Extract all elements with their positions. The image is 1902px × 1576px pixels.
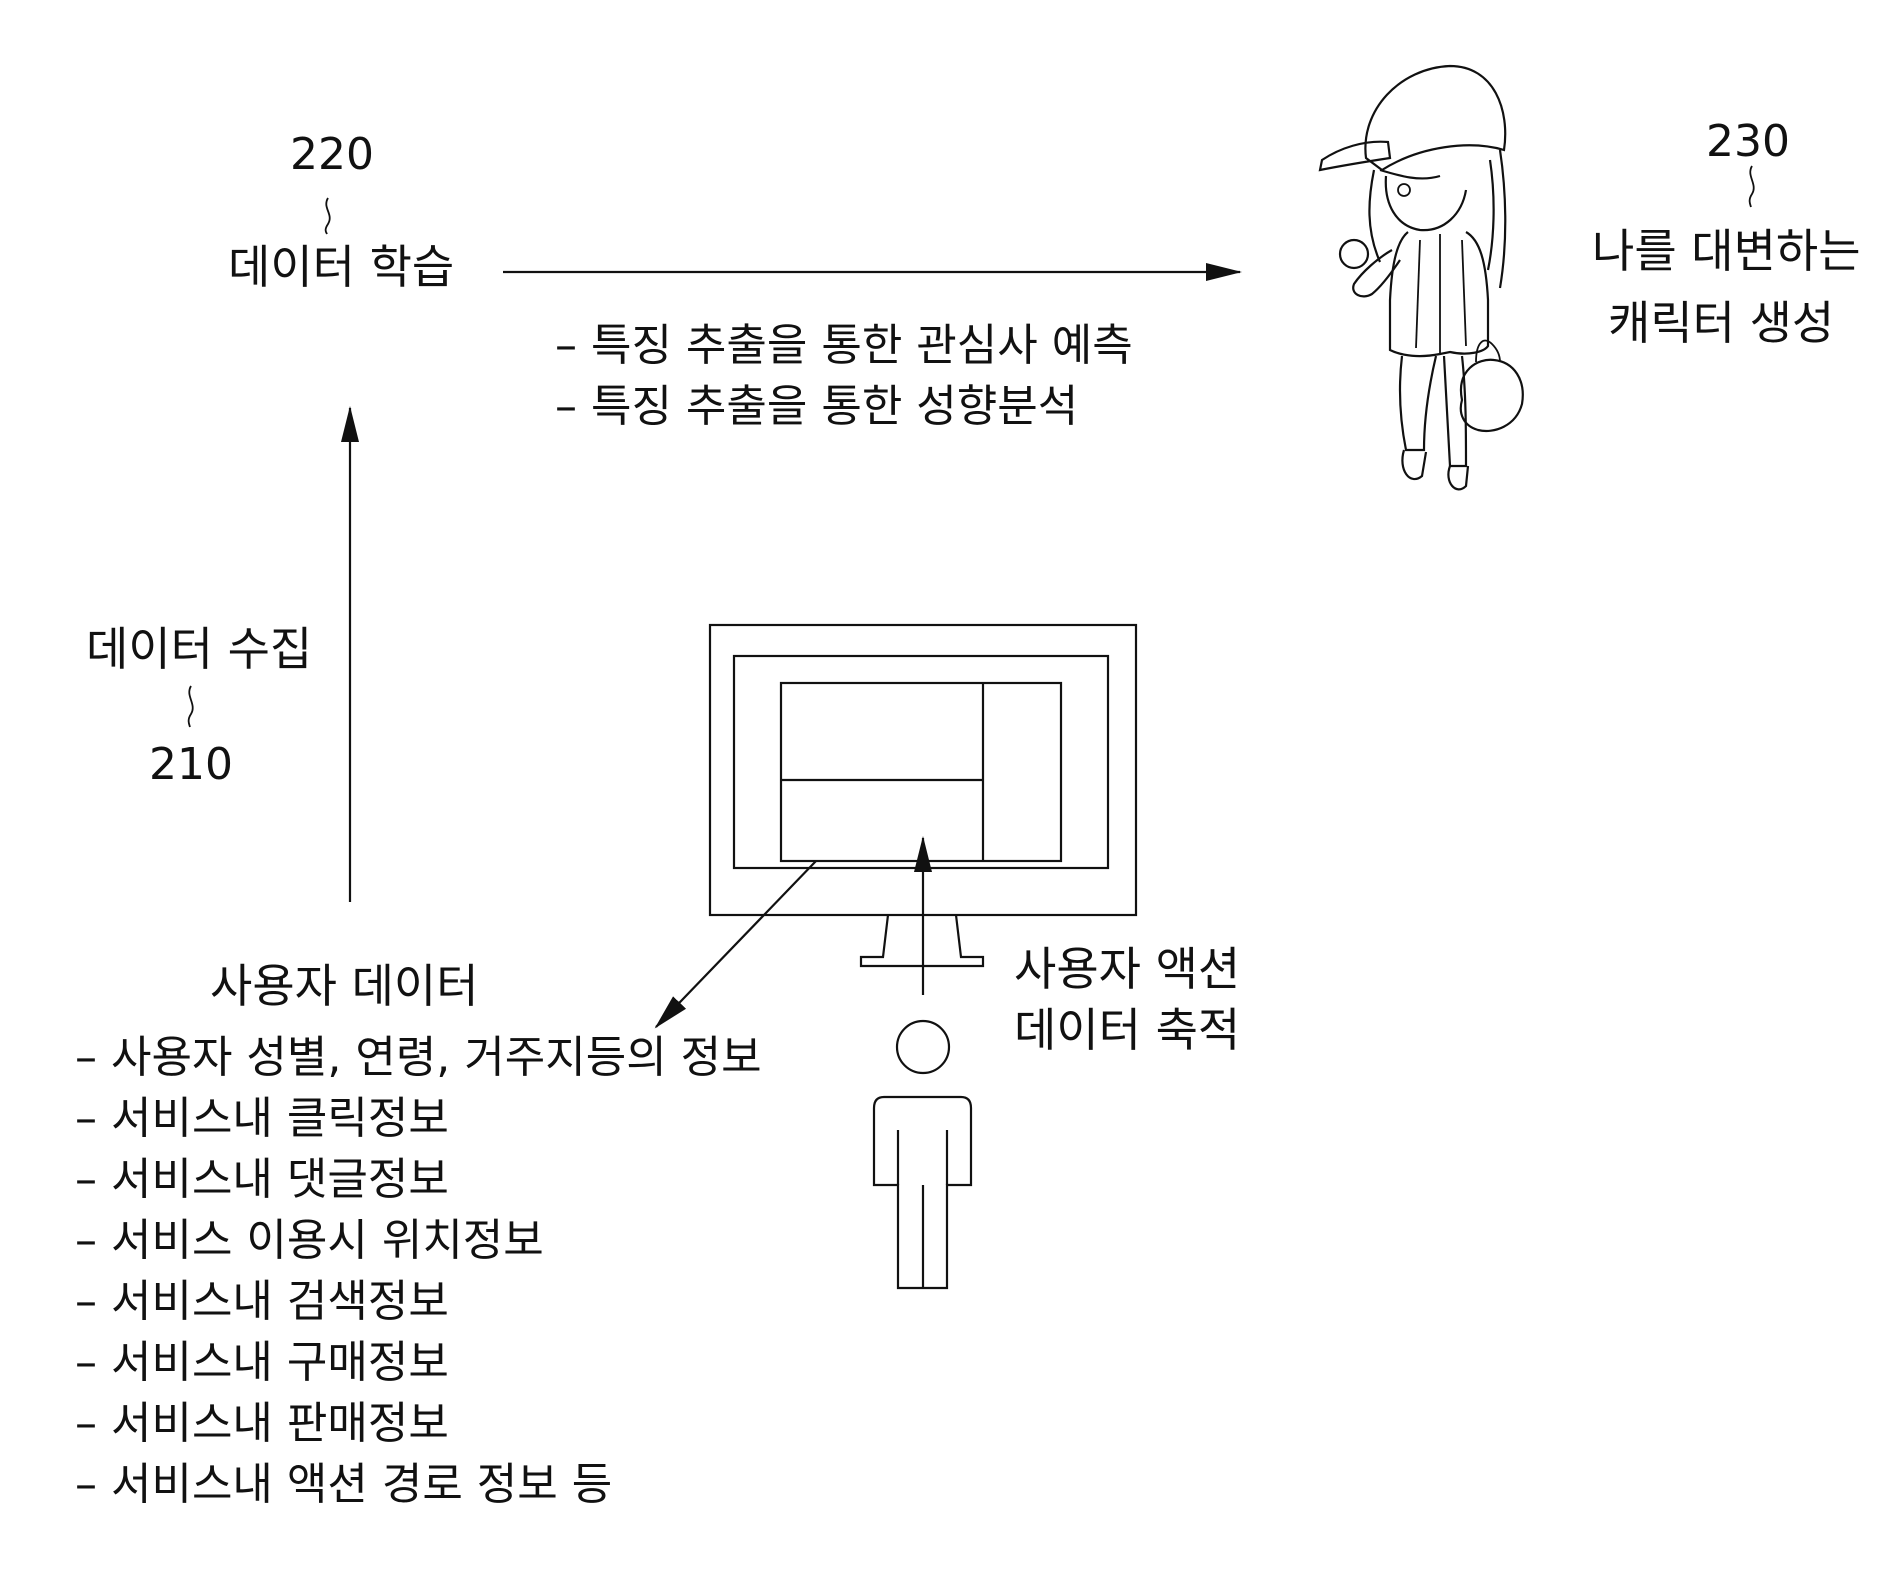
character-legs: [1400, 356, 1466, 466]
user-data-item: – 서비스 이용시 위치정보: [75, 1210, 762, 1271]
data-learning-label: 데이터 학습: [228, 244, 454, 290]
user-data-label: 사용자 데이터: [210, 963, 479, 1009]
character-illustration: [1320, 66, 1523, 489]
leader-line-230: [1750, 166, 1754, 207]
user-data-item: – 서비스내 구매정보: [75, 1332, 762, 1393]
character-eye: [1398, 184, 1410, 196]
feature-item: – 특징 추출을 통한 성향분석: [555, 376, 1133, 437]
person-head: [897, 1021, 949, 1073]
feature-item: – 특징 추출을 통한 관심사 예측: [555, 315, 1133, 376]
leader-line-220: [326, 198, 330, 234]
leader-line-210: [189, 686, 193, 727]
character-handbag: [1461, 360, 1523, 431]
ref-numeral-230: 230: [1706, 120, 1790, 164]
user-data-item: – 서비스내 액션 경로 정보 등: [75, 1454, 762, 1515]
character-face: [1386, 176, 1466, 230]
user-data-list: – 사용자 성별, 연령, 거주지등의 정보 – 서비스내 클릭정보 – 서비스…: [75, 1027, 762, 1515]
character-cap-brim: [1320, 142, 1390, 170]
character-jacket-fold-1: [1416, 240, 1420, 348]
ref-numeral-210: 210: [149, 743, 233, 787]
monitor-screen: [734, 656, 1108, 868]
character-cap: [1365, 66, 1505, 170]
ref-numeral-220: 220: [290, 133, 374, 177]
character-shoes: [1402, 450, 1468, 489]
character-jacket: [1390, 232, 1488, 356]
character-label-line1: 나를 대변하는: [1592, 228, 1861, 274]
data-collection-label: 데이터 수집: [86, 626, 312, 672]
user-person-figure: [874, 1021, 971, 1288]
user-data-item: – 서비스내 검색정보: [75, 1271, 762, 1332]
user-data-item: – 사용자 성별, 연령, 거주지등의 정보: [75, 1027, 762, 1088]
user-data-item: – 서비스내 댓글정보: [75, 1149, 762, 1210]
screen-to-user-data-arrow: [656, 861, 816, 1027]
character-label-line2: 캐릭터 생성: [1608, 300, 1834, 346]
character-jacket-fold-2: [1462, 240, 1466, 346]
user-action-label-line1: 사용자 액션: [1014, 946, 1240, 992]
screen-content-panel: [781, 683, 1061, 861]
user-data-item: – 서비스내 클릭정보: [75, 1088, 762, 1149]
feature-extraction-list: – 특징 추출을 통한 관심사 예측 – 특징 추출을 통한 성향분석: [555, 315, 1133, 437]
user-data-item: – 서비스내 판매정보: [75, 1393, 762, 1454]
user-action-label-line2: 데이터 축적: [1014, 1007, 1240, 1053]
character-hand: [1340, 240, 1368, 268]
